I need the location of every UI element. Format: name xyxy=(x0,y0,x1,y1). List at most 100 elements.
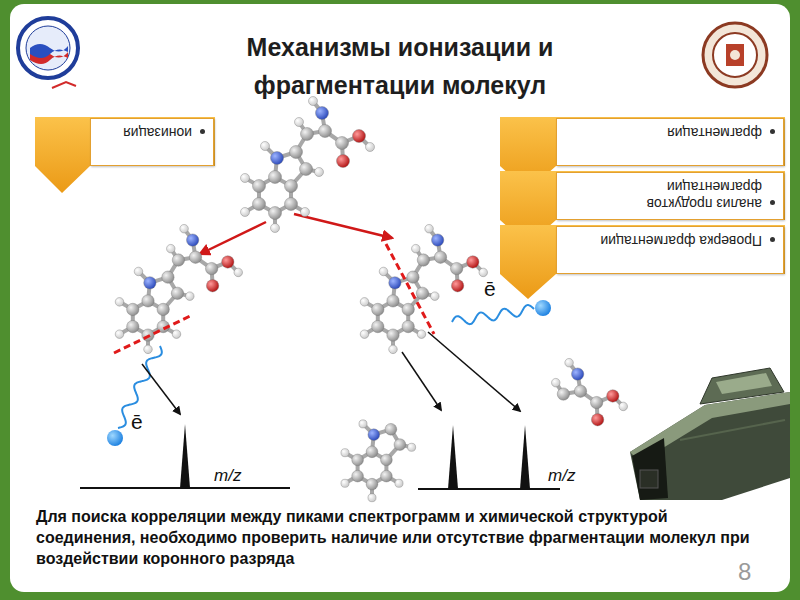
atom xyxy=(295,118,304,127)
atom xyxy=(417,330,426,339)
electron-symbol: ē xyxy=(484,277,496,301)
atom xyxy=(172,330,181,339)
cleavage-line xyxy=(386,244,434,334)
atom xyxy=(271,224,280,233)
atom xyxy=(366,478,378,490)
atom xyxy=(186,292,195,301)
atom xyxy=(300,163,313,176)
atom xyxy=(387,329,399,341)
atom xyxy=(115,330,124,339)
step-texts: Проверка фрагментации xyxy=(600,232,762,249)
logo-right xyxy=(703,23,767,87)
atom xyxy=(590,396,602,408)
bullet xyxy=(770,237,775,242)
atom xyxy=(565,358,574,367)
step-box: фрагментация xyxy=(556,118,784,166)
atom xyxy=(301,208,310,217)
atom xyxy=(381,470,393,482)
atom xyxy=(607,390,619,402)
bullet xyxy=(200,129,205,134)
atom xyxy=(467,256,479,268)
bullet xyxy=(770,129,775,134)
step-box: Проверка фрагментации xyxy=(556,226,784,274)
atom xyxy=(241,174,250,183)
atom xyxy=(234,268,243,277)
step-content: Проверка фрагментации xyxy=(565,232,775,249)
molecule xyxy=(241,97,375,233)
atom xyxy=(574,385,586,397)
cleavage-line xyxy=(114,316,190,353)
atom xyxy=(416,287,428,299)
slide-panel xyxy=(10,4,790,592)
atom xyxy=(591,414,603,426)
atom xyxy=(353,130,366,143)
chevron-band xyxy=(500,225,785,299)
atom xyxy=(425,224,434,233)
atom xyxy=(366,143,375,152)
detector-device xyxy=(630,368,790,500)
atom xyxy=(557,388,569,400)
atom xyxy=(402,320,414,332)
atom xyxy=(394,439,406,451)
electron-waves xyxy=(118,305,534,428)
spectrum-peak xyxy=(520,425,530,489)
atom xyxy=(285,198,298,211)
step-texts: ионизация xyxy=(123,124,192,141)
pointer-arrow xyxy=(402,352,441,410)
molecule xyxy=(115,224,242,353)
atom xyxy=(619,402,628,411)
atom xyxy=(389,345,398,354)
atom xyxy=(127,320,139,332)
atom xyxy=(189,251,201,263)
atom xyxy=(301,128,314,141)
atom xyxy=(408,443,416,451)
atom xyxy=(115,298,124,307)
atom xyxy=(241,208,250,217)
molecule xyxy=(552,358,628,425)
atom xyxy=(341,449,349,457)
atom xyxy=(451,280,463,292)
atom xyxy=(571,368,583,380)
atom xyxy=(372,303,384,315)
axis-label: m/z xyxy=(214,466,241,486)
atom xyxy=(171,287,183,299)
atom xyxy=(402,303,414,315)
electron-symbol: ē xyxy=(131,410,143,434)
page-number: 8 xyxy=(738,558,751,586)
atom xyxy=(205,262,217,274)
step-box: анализ продуктов фрагментации xyxy=(556,172,784,220)
atom xyxy=(431,234,443,246)
atom xyxy=(352,470,364,482)
atom xyxy=(180,224,189,233)
step-label: ионизация xyxy=(123,124,192,141)
spectrum-peak xyxy=(448,425,458,489)
atom xyxy=(389,277,401,289)
bullet xyxy=(770,200,775,205)
logo-left xyxy=(18,18,78,88)
atom xyxy=(253,198,266,211)
pointer-arrow xyxy=(428,332,520,411)
atom xyxy=(206,280,218,292)
step-content: фрагментация xyxy=(565,124,775,141)
atom xyxy=(417,254,429,266)
atom xyxy=(269,171,282,184)
atom xyxy=(337,155,350,168)
atom xyxy=(167,244,176,253)
atom xyxy=(368,429,380,441)
atom xyxy=(407,271,419,283)
atom xyxy=(372,320,384,332)
atom xyxy=(134,267,143,276)
atom xyxy=(157,303,169,315)
atom xyxy=(127,303,139,315)
step-label: фрагментация xyxy=(667,124,762,141)
step-content: анализ продуктов фрагментации xyxy=(565,178,775,212)
atom xyxy=(162,271,174,283)
atom xyxy=(381,454,393,466)
step-box: ионизация xyxy=(90,118,214,166)
axis-label: m/z xyxy=(548,466,575,486)
atom xyxy=(552,378,561,387)
pointer-arrow xyxy=(142,364,180,414)
molecule xyxy=(341,420,416,502)
atom xyxy=(285,180,298,193)
atom xyxy=(316,107,329,120)
